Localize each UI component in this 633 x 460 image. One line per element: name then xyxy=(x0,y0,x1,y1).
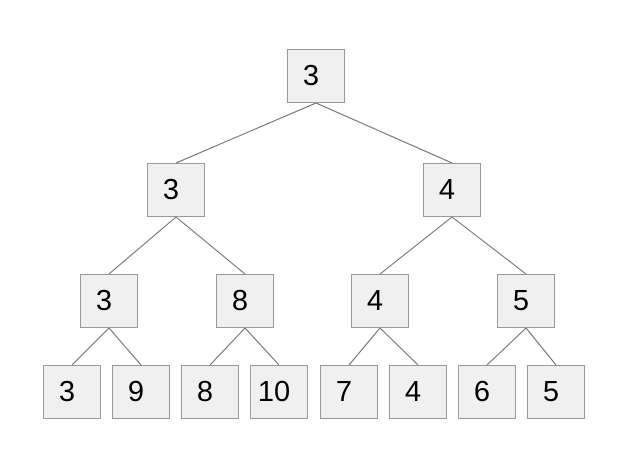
tree-node-label: 5 xyxy=(542,375,560,408)
tree-node-label: 9 xyxy=(127,375,145,408)
tree-node-label: 4 xyxy=(438,173,456,206)
tree-edge xyxy=(348,327,381,366)
tree-node-label: 7 xyxy=(335,375,353,408)
tree-edge xyxy=(379,216,453,275)
tree-node-leaf-0: 3 xyxy=(43,365,101,419)
tree-node-n2-3: 5 xyxy=(497,274,555,328)
tree-node-leaf-1: 9 xyxy=(112,365,170,419)
tree-edge xyxy=(486,327,527,366)
tree-node-label: 8 xyxy=(196,375,214,408)
tree-node-label: 10 xyxy=(257,375,291,408)
tree-node-n2-2: 4 xyxy=(351,274,409,328)
tree-edge xyxy=(315,102,453,164)
tree-node-leaf-5: 4 xyxy=(389,365,447,419)
tree-edge xyxy=(451,216,527,275)
tree-edge xyxy=(379,327,419,366)
tree-edge xyxy=(209,327,246,366)
tree-edge xyxy=(108,216,177,275)
tree-node-label: 4 xyxy=(366,284,384,317)
tree-edge xyxy=(71,327,110,366)
tree-edge xyxy=(175,216,246,275)
tree-node-label: 4 xyxy=(404,375,422,408)
tree-node-label: 8 xyxy=(231,284,249,317)
tree-edge xyxy=(525,327,557,366)
tree-node-root: 3 xyxy=(287,49,345,103)
tree-node-label: 3 xyxy=(302,59,320,92)
tree-node-leaf-6: 6 xyxy=(458,365,516,419)
tree-node-leaf-7: 5 xyxy=(527,365,585,419)
tree-node-n2-0: 3 xyxy=(80,274,138,328)
tree-node-leaf-4: 7 xyxy=(320,365,378,419)
tree-node-label: 3 xyxy=(162,173,180,206)
tree-node-n1-0: 3 xyxy=(147,163,205,217)
tree-edge xyxy=(175,102,317,164)
tree-node-label: 6 xyxy=(473,375,491,408)
tree-node-n1-1: 4 xyxy=(423,163,481,217)
tree-edge xyxy=(244,327,280,366)
tree-node-label: 3 xyxy=(58,375,76,408)
tree-node-leaf-2: 8 xyxy=(181,365,239,419)
tree-edge xyxy=(108,327,142,366)
tree-node-label: 3 xyxy=(95,284,113,317)
tree-node-leaf-3: 10 xyxy=(250,365,308,419)
tree-node-n2-1: 8 xyxy=(216,274,274,328)
tree-node-label: 5 xyxy=(512,284,530,317)
